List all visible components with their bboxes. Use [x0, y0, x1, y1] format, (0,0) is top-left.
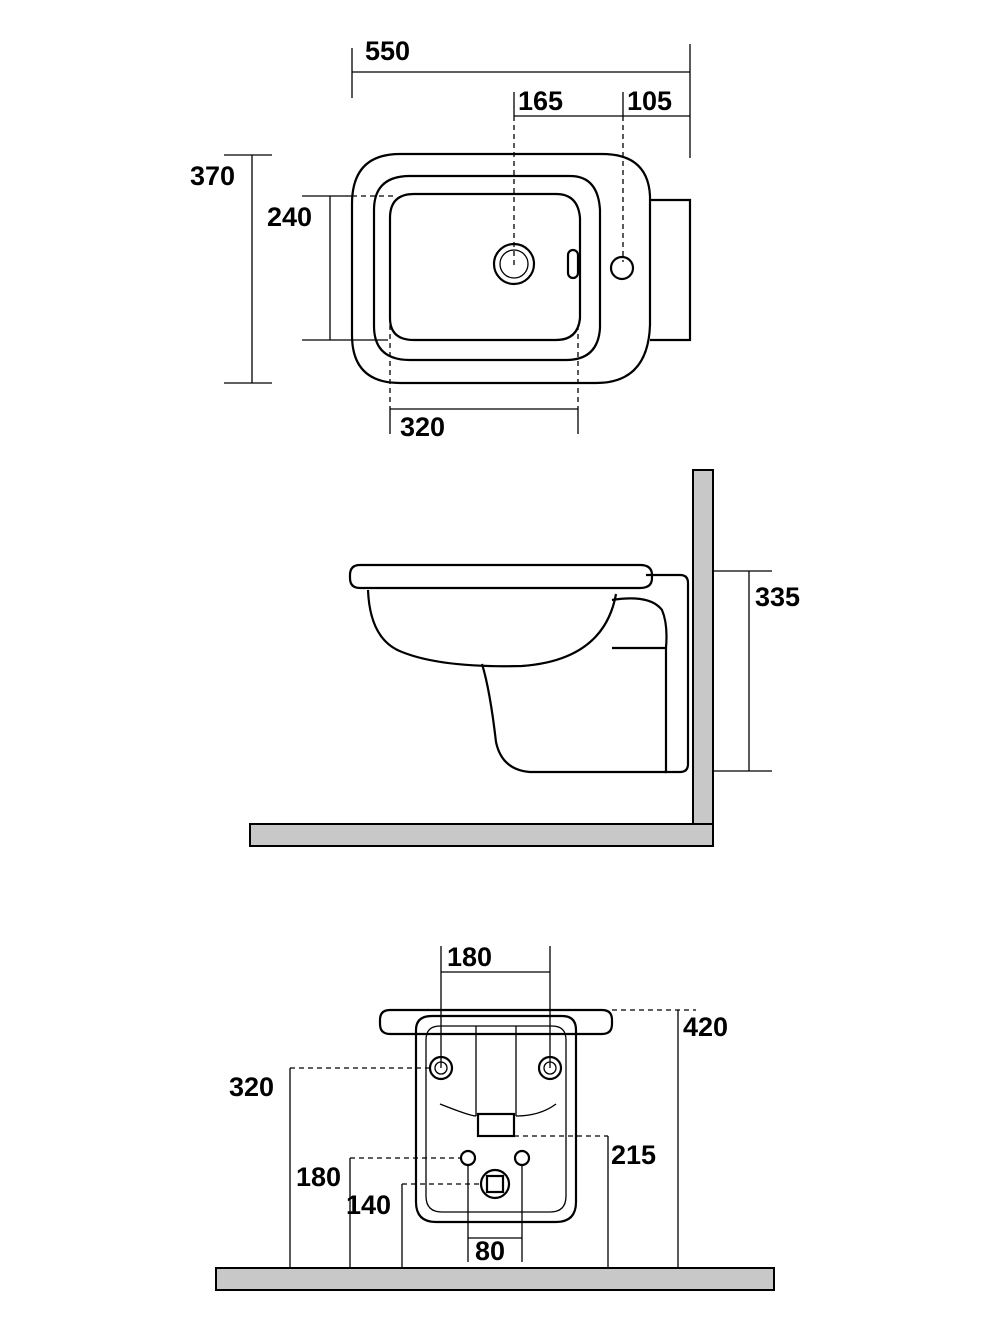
supply-right-icon: [513, 1149, 531, 1167]
dim-label-105: 105: [627, 86, 672, 116]
dim-label-550: 550: [365, 36, 410, 66]
waste-outlet-icon: [479, 1168, 511, 1200]
rear-inner-panel: [425, 1025, 567, 1213]
dim-label-370: 370: [190, 161, 235, 191]
supply-left-icon: [459, 1149, 477, 1167]
top-rim-outline: [350, 152, 652, 385]
rear-channel-block: [476, 1112, 516, 1138]
rear-rim: [378, 1008, 614, 1036]
side-bowl: [366, 589, 618, 668]
dim-label-140: 140: [346, 1190, 391, 1220]
side-rim: [348, 563, 654, 590]
rear-view: 180 420 320 215 180 140 80: [215, 942, 775, 1291]
overflow-slot-icon: [566, 248, 580, 280]
dim-label-335: 335: [755, 582, 800, 612]
side-mount: [646, 573, 690, 774]
bolt-hole-right-inner-icon: [543, 1061, 557, 1075]
rear-body: [414, 1014, 578, 1224]
rear-floor: [215, 1267, 775, 1291]
waste-outlet-inner-icon: [485, 1174, 505, 1194]
dim-label-320-rear: 320: [229, 1072, 274, 1102]
top-bowl: [388, 192, 582, 342]
dim-label-165: 165: [518, 86, 563, 116]
dim-label-240: 240: [267, 202, 312, 232]
side-view: 335: [249, 469, 800, 847]
dim-label-180-top: 180: [447, 942, 492, 972]
side-wall: [692, 469, 714, 847]
top-inner-rim: [372, 174, 602, 362]
dim-label-180-rear: 180: [296, 1162, 341, 1192]
dim-label-80: 80: [475, 1236, 505, 1266]
side-body: [480, 597, 668, 774]
top-mounting-block: [650, 198, 692, 342]
bolt-hole-right-icon: [537, 1055, 563, 1081]
bolt-hole-left-inner-icon: [434, 1061, 448, 1075]
dim-label-420: 420: [683, 1012, 728, 1042]
tap-hole-inner-icon: [499, 249, 529, 279]
rear-hole-icon: [609, 255, 635, 281]
side-floor: [249, 823, 714, 847]
dim-label-215: 215: [611, 1140, 656, 1170]
rear-channel: [439, 1026, 557, 1117]
dim-label-320-top: 320: [400, 412, 445, 442]
top-view: 550 165 105 370 240 320: [190, 36, 692, 442]
